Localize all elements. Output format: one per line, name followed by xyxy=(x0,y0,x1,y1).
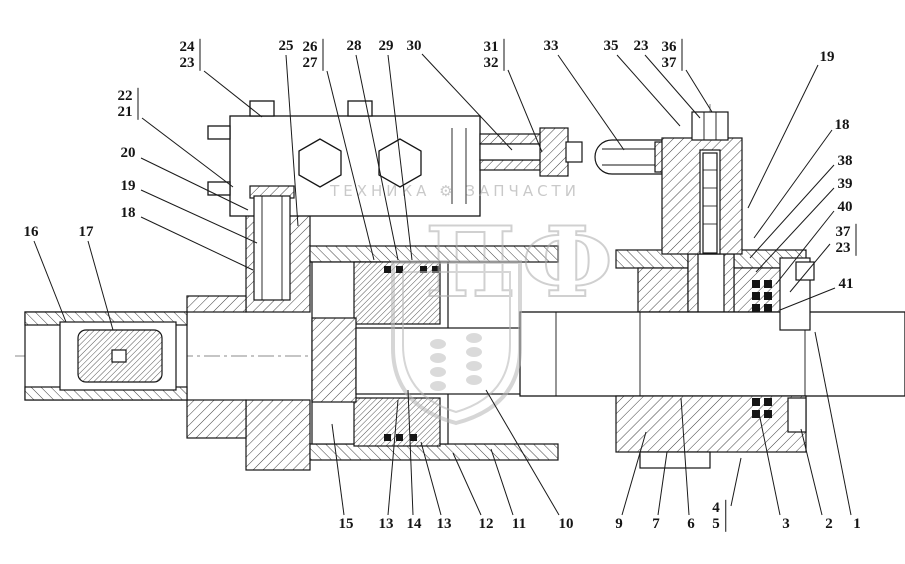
leader-0-24 xyxy=(203,70,263,118)
watermark-shield-inner xyxy=(402,271,511,414)
leader-1-25 xyxy=(285,54,299,227)
end-cap xyxy=(779,257,815,331)
leader-14-39 xyxy=(755,187,835,273)
leader-7-33 xyxy=(557,54,625,151)
leader-28-12 xyxy=(452,452,482,516)
end-cap-bolt xyxy=(795,261,815,281)
leader-15-40 xyxy=(775,210,835,285)
leader-17-41 xyxy=(779,287,836,311)
hex-plug-right xyxy=(378,138,422,188)
watermark-text: ТЕХНИКА ⚙ ЗАПЧАСТИ xyxy=(329,182,580,200)
watermark-shield-outer xyxy=(391,260,522,426)
leader-26-14 xyxy=(407,389,414,516)
leader-25-13 xyxy=(387,399,399,516)
leader-27-13 xyxy=(420,441,442,516)
leader-13-38 xyxy=(749,164,835,259)
right-housing-lower xyxy=(615,395,807,469)
lower-bolt xyxy=(787,397,807,433)
leader-11-19 xyxy=(747,64,819,209)
leader-31-9 xyxy=(621,431,647,516)
leader-20-19 xyxy=(140,189,258,244)
leader-24-15 xyxy=(331,423,345,516)
leader-9-23 xyxy=(644,54,701,119)
leader-34-4 xyxy=(730,457,742,507)
fitting-nut xyxy=(539,127,569,177)
leader-30-10 xyxy=(485,389,560,516)
tube-fitting xyxy=(479,127,583,177)
leader-29-11 xyxy=(490,448,514,516)
leader-33-6 xyxy=(680,397,690,516)
spool xyxy=(687,253,735,313)
leader-4-29 xyxy=(387,54,413,261)
watermark: ТЕХНИКА ⚙ ЗАПЧАСТИ ПФ xyxy=(329,182,614,426)
stud-bolt xyxy=(702,152,718,254)
seal-rings xyxy=(384,266,772,441)
leader-35-3 xyxy=(758,412,781,516)
leader-16-37 xyxy=(789,243,831,293)
right-column xyxy=(661,111,743,255)
housing-foot xyxy=(639,451,711,469)
leader-22-16 xyxy=(33,240,67,323)
block-bolt-side-lower xyxy=(207,181,231,196)
leader-37-1 xyxy=(814,331,852,516)
right-shaft xyxy=(519,311,905,397)
leader-12-18 xyxy=(753,129,833,239)
leader-5-30 xyxy=(421,53,513,151)
leader-19-20 xyxy=(140,157,249,211)
block-bolt-side-upper xyxy=(207,125,231,140)
valve-sleeve xyxy=(249,185,295,301)
leader-6-31 xyxy=(507,69,543,153)
leader-8-35 xyxy=(616,54,681,127)
left-shaft xyxy=(24,311,188,401)
stud-bolt-head xyxy=(691,111,729,141)
watermark-wheat xyxy=(430,333,482,391)
leader-18-22 xyxy=(141,117,234,188)
leader-10-36 xyxy=(685,69,713,113)
piston-gland xyxy=(311,317,357,403)
left-housing xyxy=(186,201,311,471)
leader-23-17 xyxy=(87,240,114,331)
leader-lines xyxy=(33,53,852,516)
leader-2-26 xyxy=(326,70,375,261)
block-bolt-top-left xyxy=(249,100,275,117)
leader-21-18 xyxy=(140,216,254,271)
leader-3-28 xyxy=(355,54,399,261)
leader-36-2 xyxy=(800,428,823,516)
hex-plug-left xyxy=(298,138,342,188)
leader-32-7 xyxy=(657,451,668,516)
